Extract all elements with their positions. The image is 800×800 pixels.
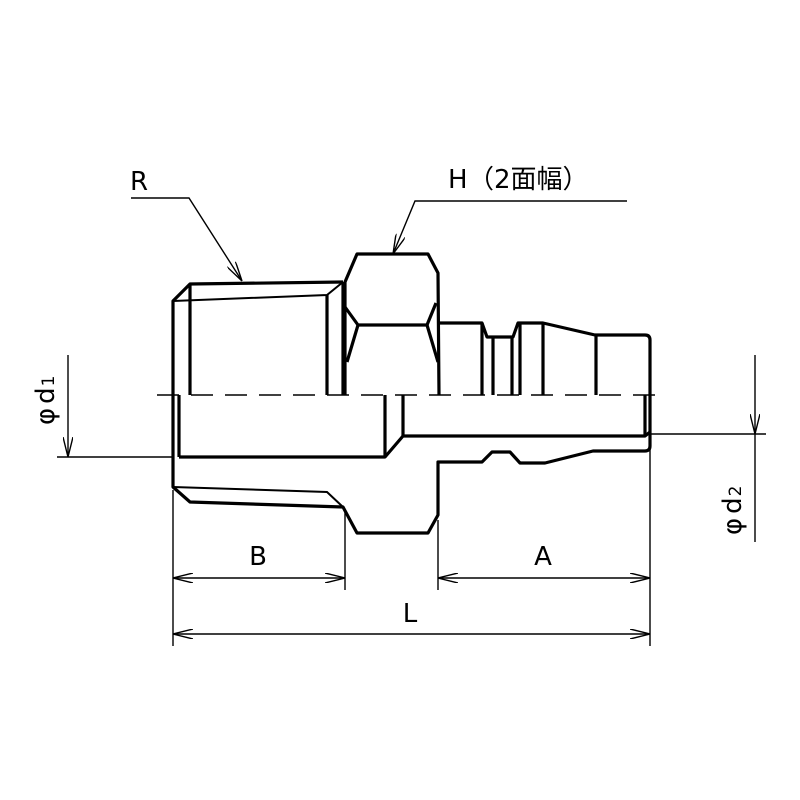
svg-text:φd2: φd2 (718, 486, 748, 536)
label-thread: R (130, 167, 148, 197)
label-l: L (403, 599, 418, 629)
label-d2: φd2 (718, 486, 748, 536)
label-a: A (534, 542, 552, 572)
fitting-lower-half (171, 395, 652, 535)
hex-leader (393, 200, 627, 254)
label-b: B (249, 542, 267, 572)
svg-text:φd1: φd1 (31, 376, 61, 426)
thread-leader (131, 197, 242, 281)
extension-lines (57, 433, 766, 646)
fitting-upper-half (171, 252, 652, 396)
label-hex: H (448, 165, 468, 195)
label-d1: φd1 (31, 376, 61, 426)
label-hex-note: （2面幅） (468, 165, 589, 195)
